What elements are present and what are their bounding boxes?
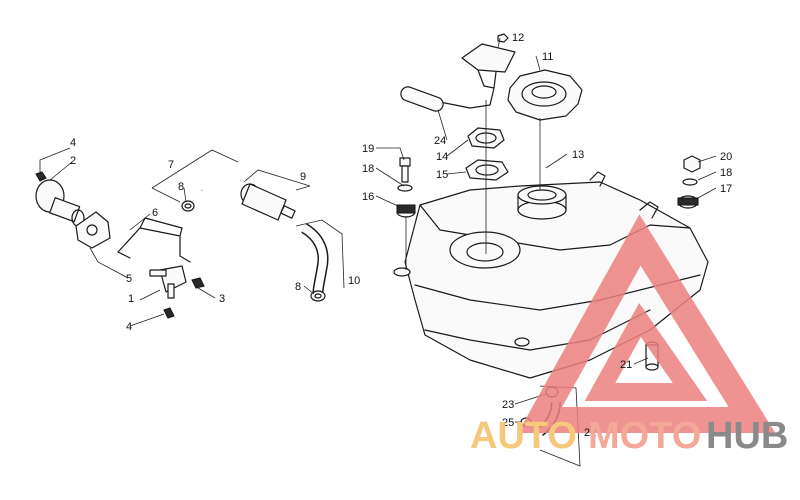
- callout-9: 9: [300, 171, 306, 183]
- callout-5: 5: [126, 273, 132, 285]
- callout-23: 23: [502, 399, 514, 411]
- washer-18-right: [682, 178, 698, 186]
- callout-17: 17: [720, 183, 732, 195]
- screw-4-top: [35, 171, 47, 182]
- callout-8a: 8: [178, 181, 184, 193]
- fuel-valve-1: [149, 265, 187, 299]
- callout-22: 22: [584, 427, 596, 439]
- callout-19: 19: [362, 143, 374, 155]
- callout-7: 7: [168, 159, 174, 171]
- watermark-moto: MOTO: [588, 415, 701, 457]
- fuel-valve-housing-2: [35, 179, 85, 227]
- callout-24: 24: [434, 135, 446, 147]
- fuel-filter-9: [240, 183, 296, 221]
- callout-13: 13: [572, 149, 584, 161]
- clamp-8-lower: [310, 290, 326, 302]
- watermark-triangle: [517, 214, 776, 433]
- callout-18b: 18: [720, 167, 732, 179]
- fuel-sending-unit: [400, 43, 516, 112]
- callout-15: 15: [436, 169, 448, 181]
- gasket-5: [75, 211, 111, 249]
- callout-12: 12: [512, 32, 524, 44]
- callout-20: 20: [720, 151, 732, 163]
- fuel-cap: [507, 69, 583, 121]
- callouts: 4 2 7 8 9 6 5 1 3 4 8 10 12 11 24 14 15 …: [70, 32, 732, 439]
- hose-7: [199, 173, 242, 193]
- grommet-16: [396, 204, 416, 218]
- bolt-19: [399, 157, 411, 183]
- callout-2: 2: [70, 155, 76, 167]
- screw-12: [497, 33, 509, 43]
- watermark-auto: AUTO: [470, 415, 577, 457]
- hose-10: [301, 223, 329, 293]
- screw-3: [191, 277, 205, 289]
- screw-4-bottom: [163, 307, 175, 319]
- gasket-15: [465, 159, 509, 181]
- callout-18a: 18: [362, 163, 374, 175]
- washer-18-left: [397, 184, 413, 192]
- callout-3: 3: [219, 293, 225, 305]
- callout-10: 10: [348, 275, 360, 287]
- callout-16: 16: [362, 191, 374, 203]
- callout-25: 25: [502, 417, 514, 429]
- callout-11: 11: [542, 51, 553, 63]
- callout-6: 6: [152, 207, 158, 219]
- callout-4b: 4: [126, 321, 132, 333]
- callout-8b: 8: [295, 281, 301, 293]
- callout-14: 14: [436, 151, 448, 163]
- callout-21: 21: [620, 359, 632, 371]
- watermark-hub: HUB: [706, 415, 788, 457]
- grommet-17: [677, 195, 699, 209]
- watermark-text: AUTO MOTO HUB: [470, 415, 788, 457]
- bracket-6: [117, 217, 191, 263]
- nut-20: [683, 155, 701, 173]
- callout-1: 1: [128, 293, 134, 305]
- callout-4a: 4: [70, 137, 76, 149]
- clamp-8-upper: [181, 200, 195, 212]
